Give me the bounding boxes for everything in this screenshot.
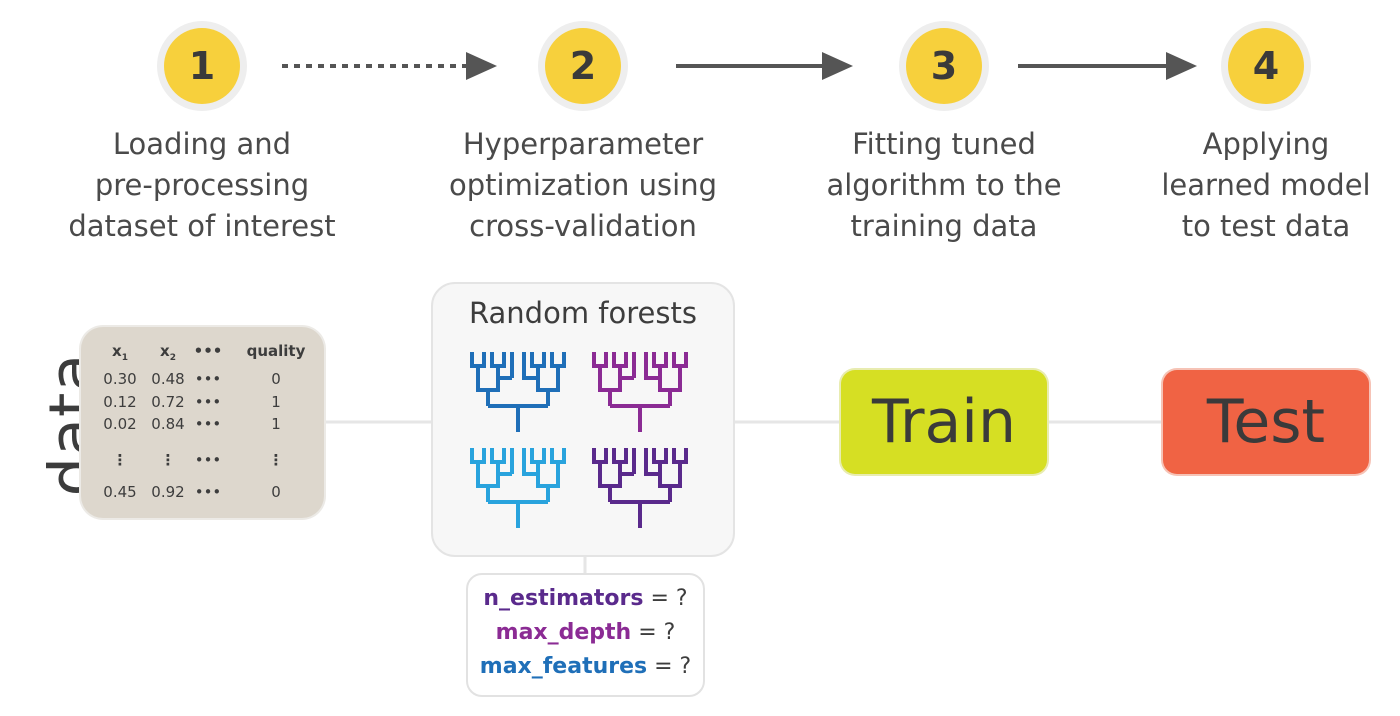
header-x1: x1 [95,342,145,363]
train-box: Train [841,370,1047,474]
step-3-number: 3 [930,44,958,88]
arrow-2-3 [676,52,853,80]
hyperparameter-card [466,573,705,697]
table-cell: ••• [194,415,222,433]
step-2-circle: 2 [545,28,621,104]
table-cell: 0.12 [103,393,137,411]
param-max-features-value: = ? [647,654,692,679]
random-forest-card [431,282,735,557]
tree-icon [592,350,688,434]
table-cell: ••• [194,483,222,501]
table-cell: ••• [194,451,222,469]
param-n-estimators: n_estimators = ? [466,586,705,611]
step-1-text: Loading and pre-processing dataset of in… [68,127,336,243]
table-cell: 0.30 [103,370,137,388]
random-forest-title: Random forests [469,296,697,330]
param-max-depth-value: = ? [631,620,676,645]
table-cell: ⋮ [160,451,176,469]
tree-icon [592,446,688,530]
param-max-features: max_features = ? [466,654,705,679]
table-cell: ⋮ [112,451,128,469]
data-table-card: x1 x2 ••• quality 0.30 0.48 ••• 0 0.12 0… [81,327,324,518]
step-4-number: 4 [1252,44,1280,88]
table-cell: 0 [271,483,281,501]
table-cell: ••• [194,393,222,411]
table-cell: ••• [194,370,222,388]
header-x2-sub: 2 [169,353,176,363]
header-x2-text: x [160,342,170,360]
table-cell: 0.72 [151,393,185,411]
table-cell: 1 [271,415,281,433]
step-2-number: 2 [569,44,597,88]
table-cell: 0 [271,370,281,388]
train-label: Train [872,387,1016,457]
step-4-circle: 4 [1228,28,1304,104]
arrow-1-2 [282,52,497,80]
table-cell: 0.45 [103,483,137,501]
table-cell: ⋮ [268,451,284,469]
tree-icon [470,350,566,434]
step-2-text: Hyperparameter optimization using cross-… [449,127,717,243]
table-cell: 0.92 [151,483,185,501]
param-n-estimators-value: = ? [643,586,688,611]
param-n-estimators-name: n_estimators [483,586,644,611]
step-1-circle: 1 [164,28,240,104]
header-x1-text: x [112,342,122,360]
table-cell: 1 [271,393,281,411]
param-max-depth-name: max_depth [495,620,632,645]
arrow-3-4 [1018,52,1197,80]
test-label: Test [1206,387,1326,457]
step-1-number: 1 [188,44,216,88]
header-x1-sub: 1 [121,353,128,363]
test-box: Test [1163,370,1369,474]
table-cell: 0.02 [103,415,137,433]
param-max-features-name: max_features [479,654,648,679]
table-cell: 0.84 [151,415,185,433]
step-4-text: Applying learned model to test data [1161,127,1371,243]
param-max-depth: max_depth = ? [466,620,705,645]
header-ellipsis: ••• [193,342,223,360]
step-arrows [282,52,1197,80]
trees-graphic [470,350,688,530]
step-3-circle: 3 [906,28,982,104]
header-quality: quality [246,342,306,360]
step-3-text: Fitting tuned algorithm to the training … [826,127,1062,243]
table-cell: 0.48 [151,370,185,388]
tree-icon [470,446,566,530]
header-x2: x2 [143,342,193,363]
